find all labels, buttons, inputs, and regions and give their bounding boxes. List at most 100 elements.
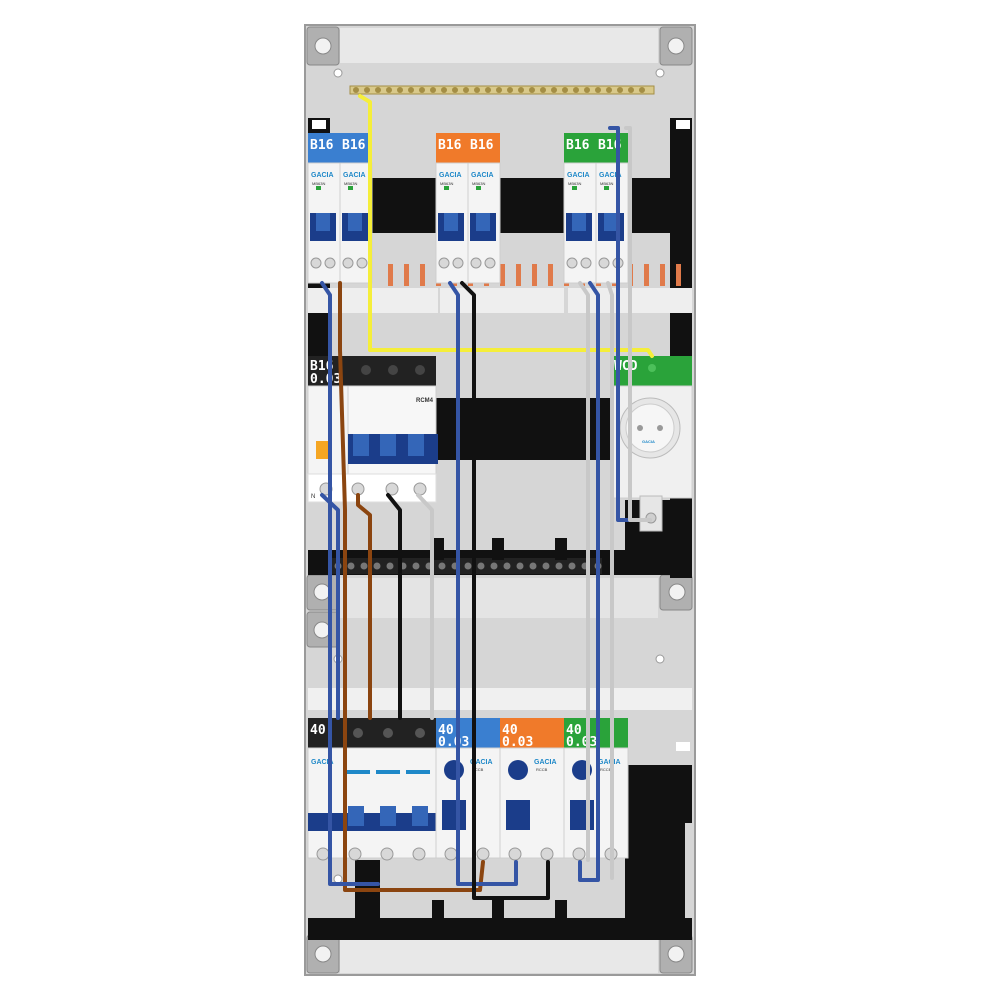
top-breaker-row: B16 GACIA MB63N B16 GACIA MB63N B16 GACI xyxy=(307,133,629,284)
rcd-brand: GACIA xyxy=(470,759,493,766)
black-wire-1 xyxy=(460,281,550,900)
rcd-label-line1: 40 xyxy=(502,723,518,738)
mcb-label: B16 xyxy=(310,138,334,153)
rcd-label-line1: 40 xyxy=(566,723,582,738)
blue-wire-1 xyxy=(320,281,380,886)
main-switch-module[interactable]: 40 GACIA xyxy=(307,718,437,861)
mcb-label: B16 xyxy=(342,138,366,153)
mcb-brand: GACIA xyxy=(567,172,590,179)
earth-terminal-screw xyxy=(463,87,469,93)
rcbo-label-line1: B16 xyxy=(310,359,334,374)
earth-terminal-screw xyxy=(573,87,579,93)
neutral-terminal-screw xyxy=(438,562,446,570)
main-switch-label: 40 xyxy=(310,723,326,738)
rcd-group-blue[interactable]: 40 0.03 GACIA RCCB xyxy=(435,718,501,861)
yellow-earth-wire xyxy=(358,94,654,358)
neutral-terminal-screw xyxy=(360,562,368,570)
earth-terminal-screw xyxy=(617,87,623,93)
socket-module[interactable]: WCD GACIA xyxy=(611,356,693,532)
neutral-terminal-screw xyxy=(373,562,381,570)
mcb-b16-6[interactable]: B16 GACIA MB63N xyxy=(595,133,629,284)
bottom-comb-busbar xyxy=(308,688,692,710)
rcm-label: RCM4 xyxy=(416,398,434,404)
rcbo-label-line2: 0.03 xyxy=(310,372,341,387)
comb-busbar-tooth xyxy=(660,264,665,286)
earth-terminal-screw xyxy=(408,87,414,93)
mcb-model: MB63N xyxy=(472,181,485,186)
blue-wire-5 xyxy=(578,281,600,882)
comb-busbar-tooth xyxy=(420,264,425,286)
neutral-terminal-screw xyxy=(555,562,563,570)
mcb-b16-1[interactable]: B16 GACIA MB63N xyxy=(307,133,341,284)
mcb-b16-3[interactable]: B16 GACIA MB63N xyxy=(435,133,469,284)
earth-terminal-screw xyxy=(606,87,612,93)
mcb-b16-5[interactable]: B16 GACIA MB63N xyxy=(563,133,597,284)
blue-wire-3 xyxy=(448,281,518,886)
grey-wire-2 xyxy=(578,281,590,862)
earth-terminal-screw xyxy=(639,87,645,93)
earth-terminal-screw xyxy=(430,87,436,93)
grey-wire-4 xyxy=(606,281,614,880)
grey-wire-1 xyxy=(416,493,434,720)
neutral-terminal-screw xyxy=(490,562,498,570)
earth-terminal-screw xyxy=(441,87,447,93)
rail-clips xyxy=(312,120,690,751)
neutral-terminal-screw xyxy=(412,562,420,570)
mcb-b16-4[interactable]: B16 GACIA MB63N xyxy=(467,133,501,284)
earth-terminal-screw xyxy=(595,87,601,93)
earth-terminal-screw xyxy=(353,87,359,93)
brown-wire-rcm xyxy=(356,493,372,720)
bottom-cover-strip xyxy=(340,938,658,973)
rcbo-module[interactable]: B16 0.03 RCM4 N xyxy=(307,356,438,503)
earth-terminal-screw xyxy=(474,87,480,93)
mcb-model: MB63N xyxy=(440,181,453,186)
earth-terminal-screw xyxy=(628,87,634,93)
neutral-terminal-screw xyxy=(464,562,472,570)
comb-busbar-tooth xyxy=(500,264,505,286)
earth-terminal-screw xyxy=(364,87,370,93)
earth-terminal-screw xyxy=(507,87,513,93)
mcb-brand: GACIA xyxy=(471,172,494,179)
mcb-label: B16 xyxy=(566,138,590,153)
rcd-brand: GACIA xyxy=(598,759,621,766)
comb-busbar-tooth xyxy=(676,264,681,286)
neutral-terminal-screw xyxy=(529,562,537,570)
neutral-terminal-screw xyxy=(477,562,485,570)
mcb-b16-2[interactable]: B16 GACIA MB63N xyxy=(339,133,373,284)
mcb-label: B16 xyxy=(438,138,462,153)
neutral-terminal-screw xyxy=(568,562,576,570)
comb-busbar-tooth xyxy=(388,264,393,286)
rcd-label-line1: 40 xyxy=(438,723,454,738)
neutral-terminal-screw xyxy=(503,562,511,570)
earth-bar-terminals xyxy=(353,87,645,93)
comb-busbar-tooth xyxy=(644,264,649,286)
rcd-model: RCCB xyxy=(472,767,484,772)
earth-terminal-screw xyxy=(397,87,403,93)
main-switch-brand: GACIA xyxy=(311,759,334,766)
earth-terminal-screw xyxy=(452,87,458,93)
comb-busbar-tooth xyxy=(404,264,409,286)
neutral-terminal-screw xyxy=(542,562,550,570)
mcb-brand: GACIA xyxy=(343,172,366,179)
grey-wire-3 xyxy=(624,126,652,522)
mcb-brand: GACIA xyxy=(311,172,334,179)
mcb-model: MB63N xyxy=(568,181,581,186)
comb-busbar-tooth xyxy=(532,264,537,286)
rcd-group-orange[interactable]: 40 0.03 GACIA RCCB xyxy=(499,718,565,861)
neutral-marker: N xyxy=(311,494,315,500)
earth-terminal-screw xyxy=(551,87,557,93)
corner-screws xyxy=(313,37,686,963)
earth-terminal-screw xyxy=(529,87,535,93)
rcd-model: RCCB xyxy=(600,767,612,772)
mcb-label: B16 xyxy=(598,138,622,153)
middle-cover-strip xyxy=(340,578,658,618)
earth-terminal-screw xyxy=(518,87,524,93)
socket-brand: GACIA xyxy=(642,439,655,444)
mcb-label: B16 xyxy=(470,138,494,153)
rcd-label-line2: 0.03 xyxy=(438,735,469,750)
wiring xyxy=(320,94,654,900)
mcb-model: MB63N xyxy=(312,181,325,186)
earth-terminal-screw xyxy=(540,87,546,93)
rcd-model: RCCB xyxy=(536,767,548,772)
